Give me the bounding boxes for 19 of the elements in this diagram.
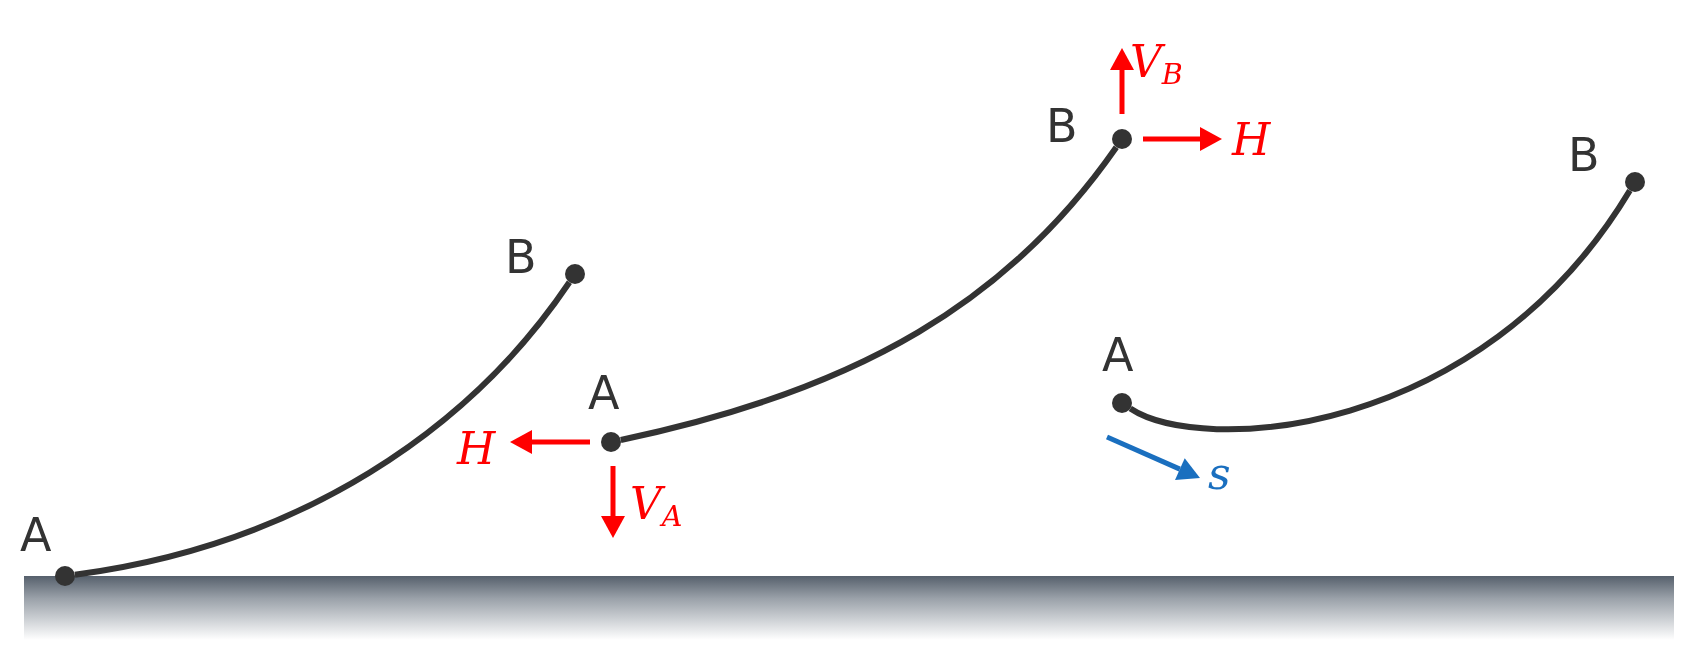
point-label: B — [1046, 103, 1078, 149]
force-label: V$_{B}$ — [1130, 40, 1183, 89]
endpoint-dot — [1625, 172, 1645, 192]
endpoint-dot — [565, 264, 585, 284]
point-label: A — [1102, 332, 1134, 378]
endpoint-dot — [55, 566, 75, 586]
point-label: B — [505, 234, 537, 280]
point-label: A — [20, 512, 52, 558]
force-label: H — [1232, 118, 1271, 162]
cable-curve — [620, 145, 1119, 443]
force-label: s — [1208, 452, 1231, 496]
endpoint-dot — [1112, 393, 1132, 413]
force-label: V$_{A}$ — [630, 482, 683, 531]
point-label: A — [588, 370, 620, 416]
endpoint-dot — [601, 432, 621, 452]
force-label: H — [457, 427, 496, 471]
endpoint-dot — [1112, 129, 1132, 149]
cable-curve — [1129, 188, 1633, 433]
point-label: B — [1568, 132, 1600, 178]
